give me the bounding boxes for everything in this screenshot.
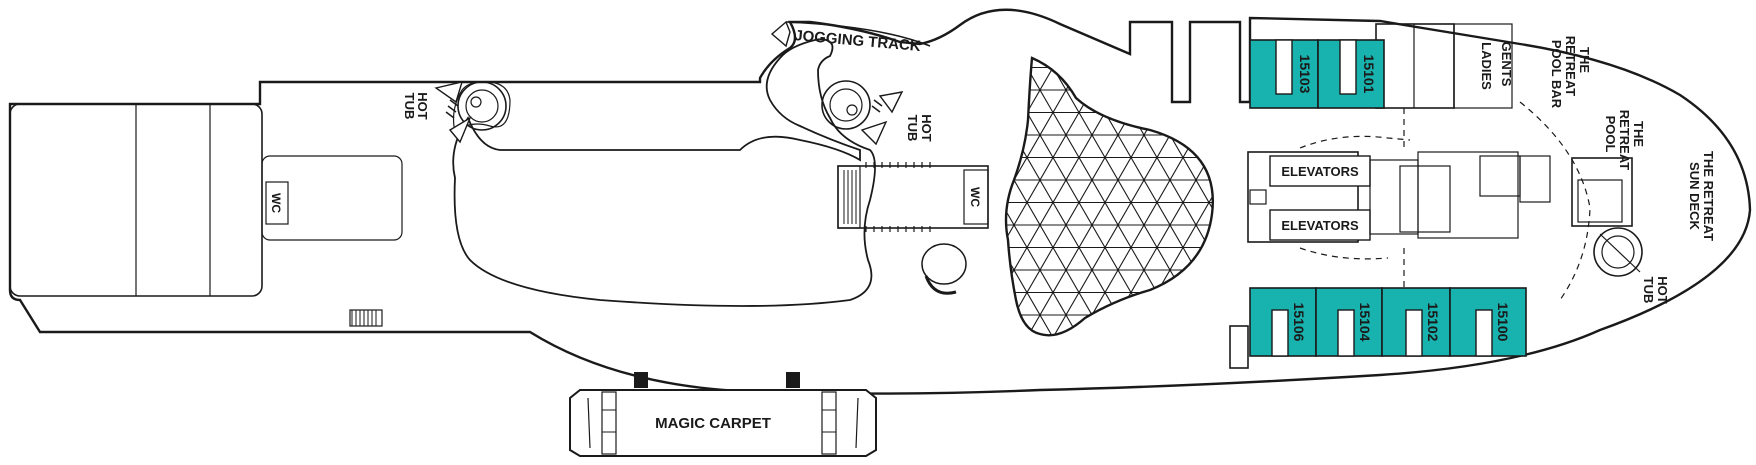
retreat-pool-label-1: THE [1631,121,1646,147]
elevators-label-bottom: ELEVATORS [1281,218,1359,233]
retreat-pool-bar-label-3: POOL BAR [1549,40,1564,109]
hot-tub-port [434,81,507,144]
cabin-15106-label: 15106 [1291,303,1307,342]
retreat-pool-label-2: RETREAT [1617,110,1632,170]
elevator-core [1247,151,1551,243]
wc-lounger-label: WC [968,187,982,207]
glass-atrium [1004,56,1214,337]
magic-carpet[interactable] [569,372,877,457]
elevators-label-top: ELEVATORS [1281,164,1359,179]
jogging-track-banner [770,20,931,48]
hot-tub-starboard-label-hot: HOT [919,114,934,142]
retreat-pool [1571,157,1643,277]
wc-aft-label: WC [269,193,283,213]
hot-tub-retreat-label-tub: TUB [1641,277,1656,304]
cabin-15102[interactable] [1381,287,1451,357]
aft-rooms [9,103,403,327]
restroom-block [1353,23,1513,109]
cabin-15103-label: 15103 [1297,55,1313,94]
retreat-sun-deck-label-2: SUN DECK [1687,162,1702,231]
ladies-label: LADIES [1479,42,1494,90]
cabin-15103[interactable] [1249,39,1319,109]
hot-tub-retreat-label-hot: HOT [1655,276,1670,304]
cabin-15101-label: 15101 [1361,55,1377,94]
lounger-strip [837,162,989,232]
central-deck-void [452,38,876,307]
cabin-15102-label: 15102 [1425,303,1441,342]
hot-tub-starboard [821,80,904,146]
cabin-15101[interactable] [1317,39,1385,109]
retreat-sun-deck-label-1: THE RETREAT [1701,151,1716,241]
cabin-15100-label: 15100 [1495,303,1511,342]
hot-tub-port-label-tub: TUB [402,93,417,120]
cabin-15104-label: 15104 [1357,303,1373,342]
hot-tub-port-label-hot: HOT [415,92,430,120]
gents-label: GENTS [1499,42,1514,87]
cabin-15100[interactable] [1449,287,1527,357]
hot-tub-starboard-label-tub: TUB [905,115,920,142]
stair-aft [1229,325,1249,369]
retreat-pool-label-3: POOL [1603,116,1618,153]
retreat-pool-bar-label-1: THE [1577,47,1592,73]
magic-carpet-label: MAGIC CARPET [655,415,771,432]
retreat-pool-bar-label-2: RETREAT [1563,36,1578,96]
round-feature [921,243,967,295]
cabin-15106[interactable] [1249,287,1317,357]
